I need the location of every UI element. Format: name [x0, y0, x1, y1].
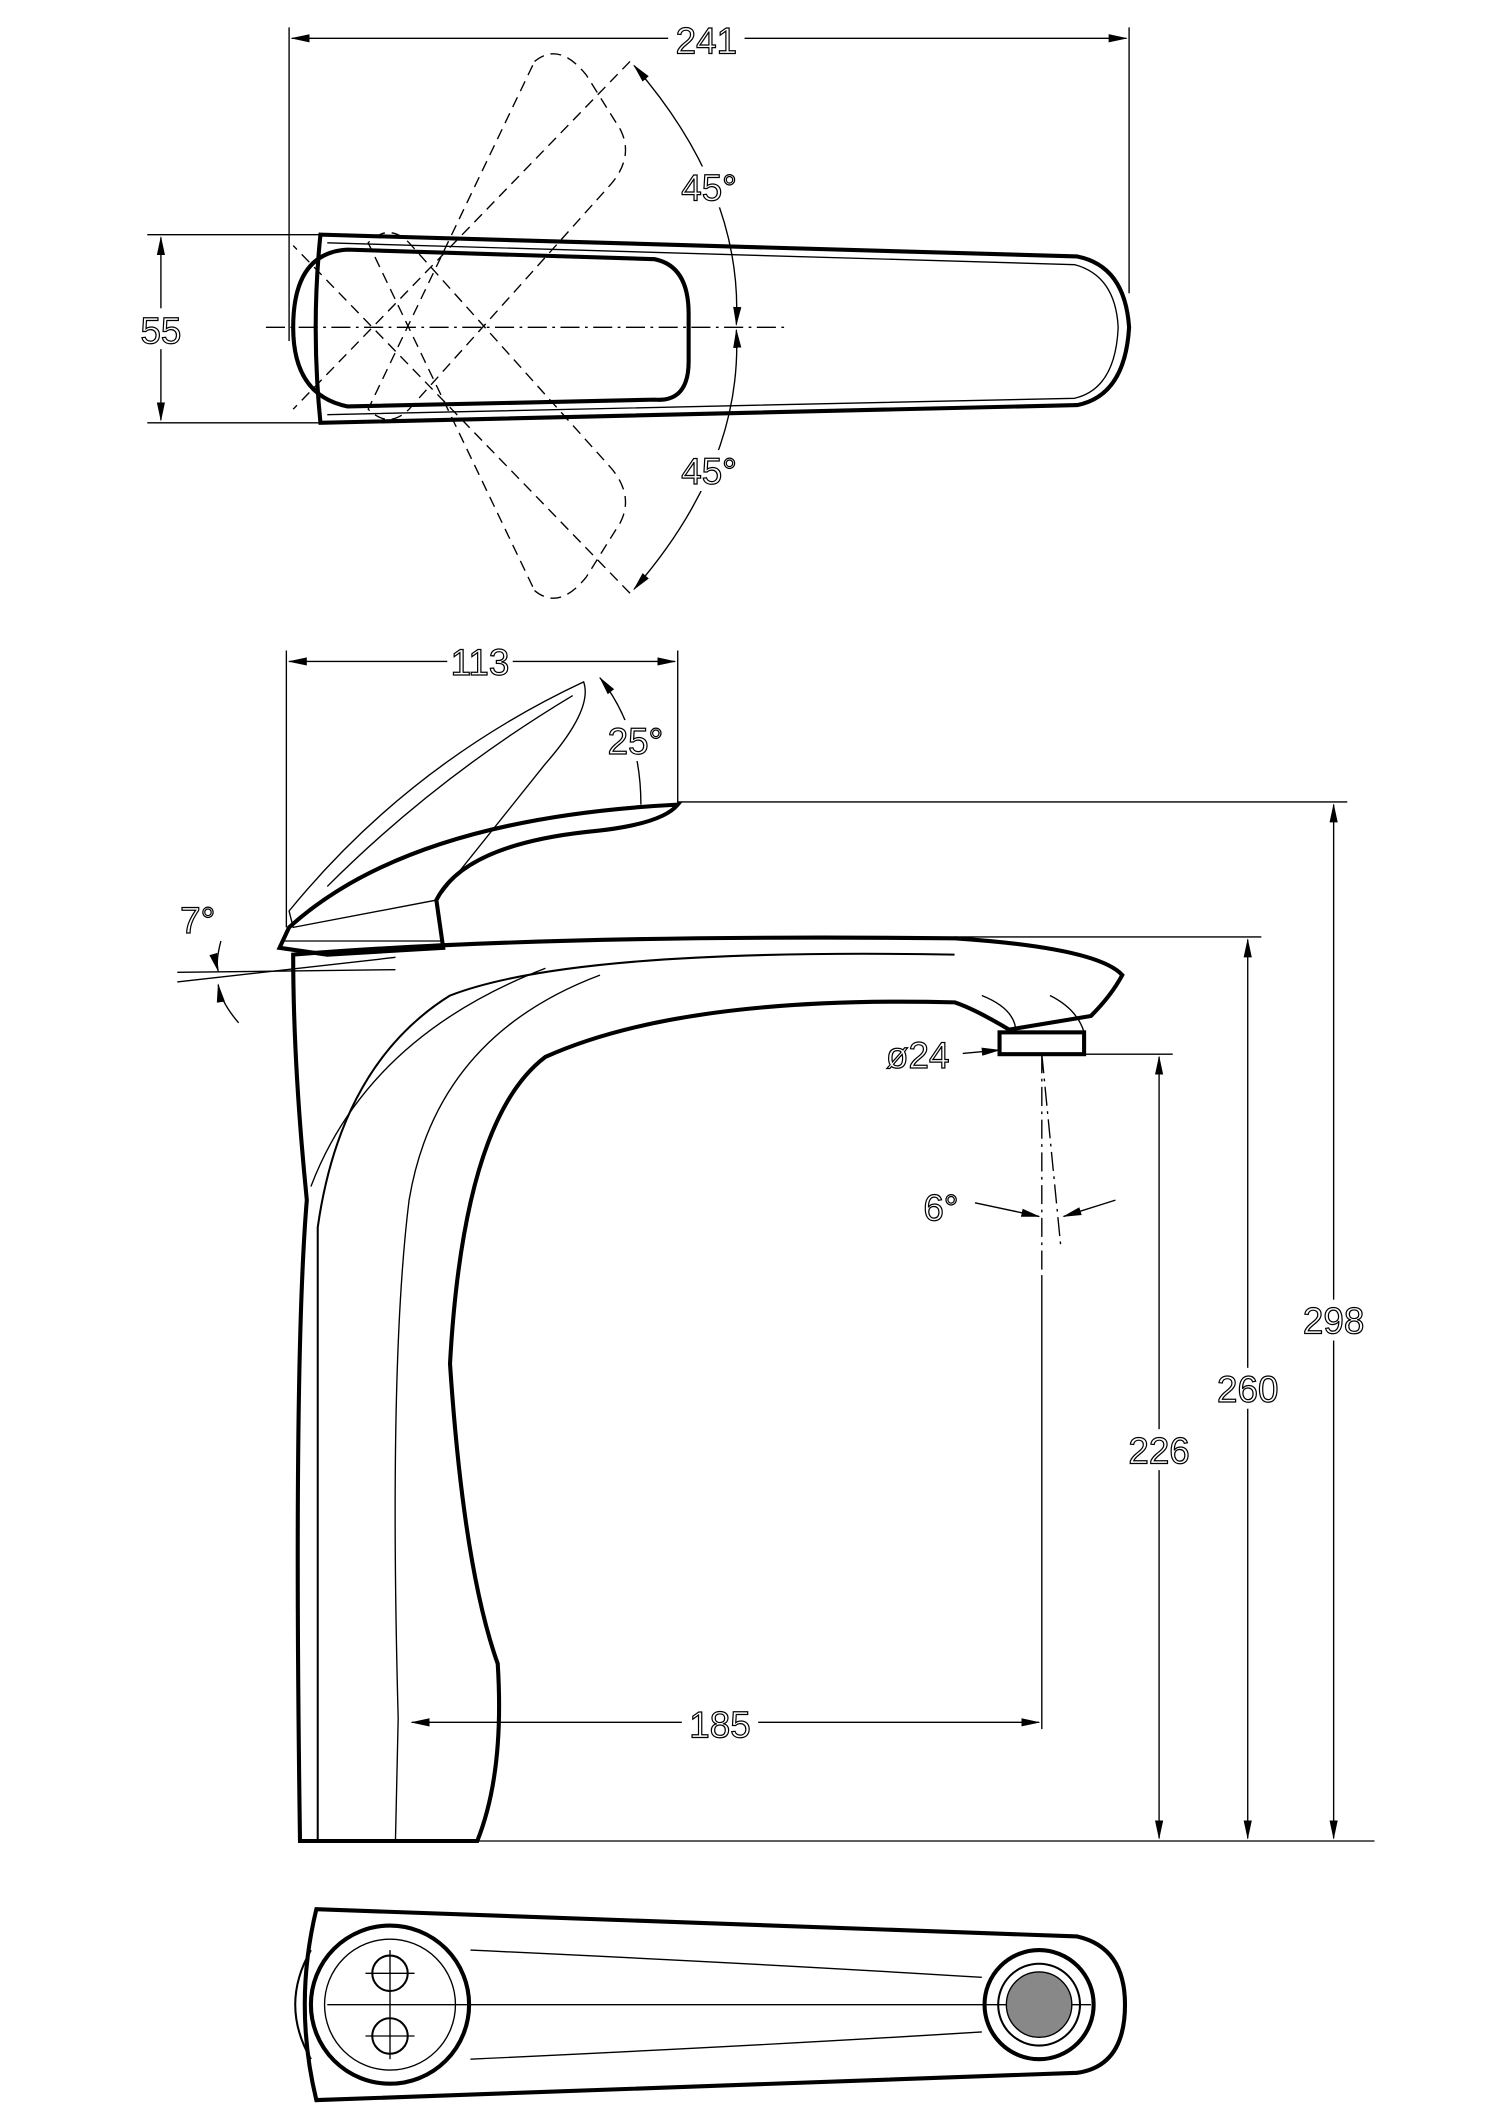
dim-spout-height: 260: [1217, 1369, 1278, 1410]
aerator: [997, 1030, 1087, 1057]
top-view: 241 55 45° 45°: [133, 19, 1132, 599]
dim-spout-reach: 185: [689, 1704, 750, 1745]
dim-overall-length: 241: [676, 20, 737, 61]
dim-handle-lift-angle: 25°: [608, 721, 664, 762]
dim-aerator-diameter: ø24: [886, 1035, 949, 1076]
dim-spray-angle: 6°: [923, 1188, 958, 1229]
dim-total-height: 298: [1303, 1301, 1364, 1342]
spout-body-outline: [313, 232, 1132, 425]
handle-slot-outline: [291, 247, 691, 409]
side-view: 113 25° 7° ø24 6°: [163, 641, 1375, 1844]
handle-outline: [276, 802, 683, 957]
rotated-handle-left-ghost: [367, 53, 627, 421]
lifted-handle-ghost: [288, 680, 586, 929]
aerator-bottom: [982, 1948, 1096, 2062]
dim-rotation-right: 45°: [681, 451, 737, 492]
dim-rotation-left: 45°: [681, 168, 737, 209]
bottom-view-outline: [302, 1907, 1128, 2103]
rotated-handle-right-ghost: [367, 231, 627, 599]
faucet-body-outline: [291, 935, 1125, 1844]
dim-width: 55: [140, 311, 181, 352]
dim-base-tilt-angle: 7°: [180, 900, 215, 941]
dim-handle-reach: 113: [451, 642, 510, 683]
dim-outlet-height: 226: [1128, 1430, 1189, 1471]
aerator-mesh: [1005, 1971, 1073, 2039]
bottom-view: [294, 1907, 1128, 2103]
